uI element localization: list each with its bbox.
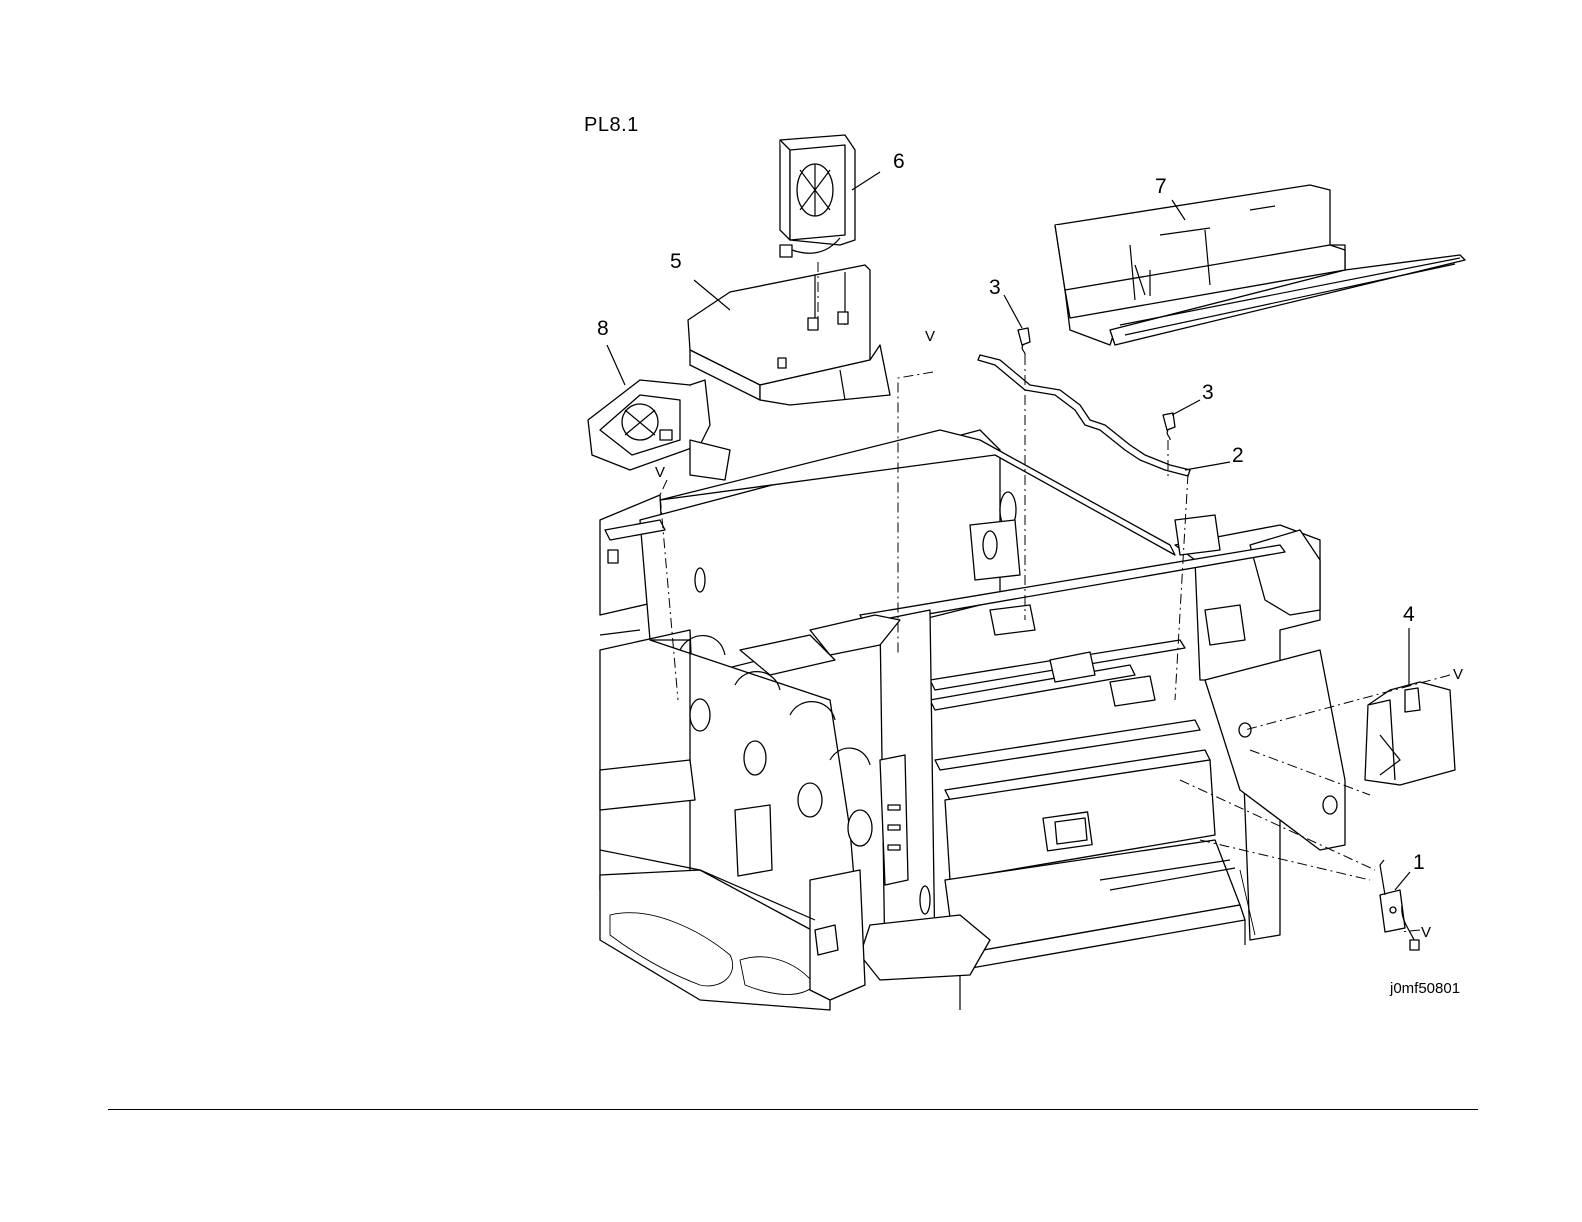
callout-4: 4 xyxy=(1403,603,1415,626)
part-7-top-cover xyxy=(1055,185,1465,345)
connection-mark-v-duct: V xyxy=(925,328,935,345)
part-3-clip-b xyxy=(1163,413,1175,440)
callout-3-lower: 3 xyxy=(1202,381,1214,404)
footer-divider xyxy=(108,1109,1478,1110)
connection-mark-v-sensor: V xyxy=(1421,924,1431,941)
callout-2: 2 xyxy=(1232,444,1244,467)
callout-1: 1 xyxy=(1413,851,1425,874)
part-4-bracket xyxy=(1365,682,1455,785)
callout-8: 8 xyxy=(597,317,609,340)
figure-code: j0mf50801 xyxy=(1390,980,1460,997)
callout-5: 5 xyxy=(670,250,682,273)
callout-3-upper: 3 xyxy=(989,276,1001,299)
callout-6: 6 xyxy=(893,150,905,173)
part-6-fan xyxy=(780,135,855,257)
part-5-duct xyxy=(688,265,890,405)
connection-mark-v-bracket: V xyxy=(1453,666,1463,683)
connection-mark-v-side-fan: V xyxy=(655,464,665,481)
main-frame-assembly xyxy=(600,430,1345,1010)
part-3-clip-a xyxy=(1018,328,1030,355)
callout-7: 7 xyxy=(1155,175,1167,198)
